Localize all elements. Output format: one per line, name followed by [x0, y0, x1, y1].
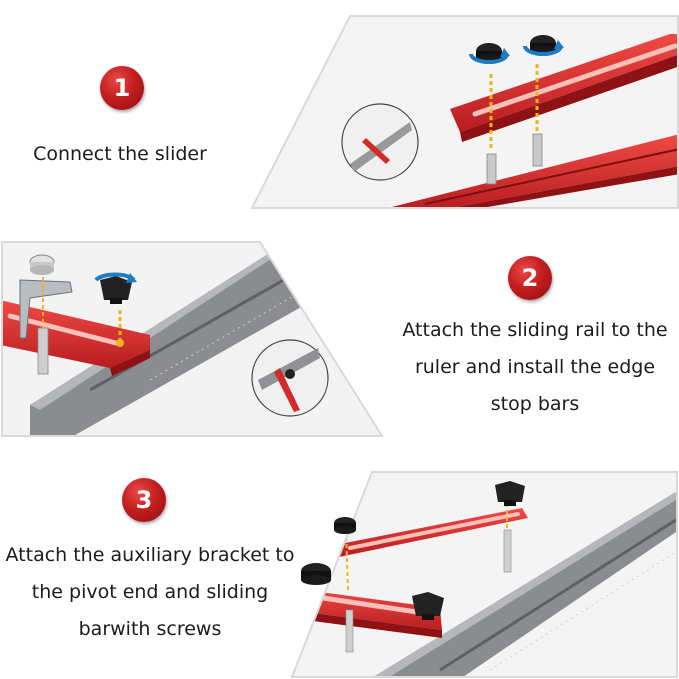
step-3-photo-panel [290, 470, 679, 679]
step-3-caption: Attach the auxiliary bracket to the pivo… [5, 544, 295, 640]
step-1-photo-panel [250, 14, 679, 210]
step-1-badge: 1 [100, 66, 144, 110]
zoom-circle-icon [251, 339, 329, 417]
thumb-screw-icon [332, 514, 358, 538]
zoom-circle-icon [341, 103, 419, 181]
step-2-badge: 2 [508, 256, 552, 300]
rotate-arrow-icon [92, 268, 138, 290]
knob-icon [408, 590, 448, 622]
thumb-screw-icon [298, 560, 334, 590]
step-2-photo-panel [0, 240, 384, 438]
knob-icon [96, 274, 136, 306]
rotate-arrow-icon [468, 44, 510, 66]
rotate-arrow-icon [522, 36, 564, 58]
step-2-caption: Attach the sliding rail to the ruler and… [402, 319, 668, 415]
knob-icon [492, 480, 528, 508]
thumb-screw-icon [28, 250, 56, 278]
step-3-badge: 3 [122, 478, 166, 522]
step-1-caption: Connect the slider [33, 143, 207, 165]
